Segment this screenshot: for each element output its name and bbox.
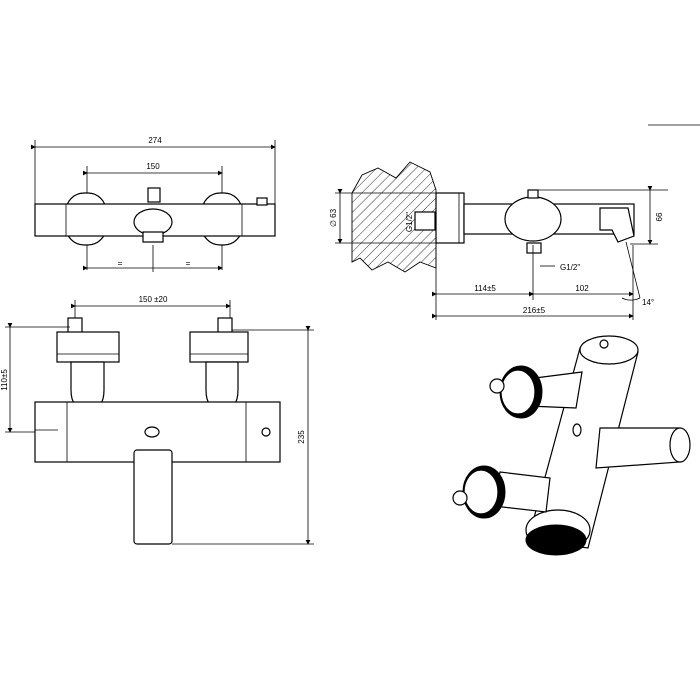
iso-spout (595, 427, 681, 469)
diverter-hole (144, 426, 160, 438)
inlet-thread-label: G1/2" (405, 212, 414, 232)
top-nut (527, 189, 539, 199)
angle-line (625, 241, 641, 299)
iso-spout-end (669, 427, 691, 463)
front-spout (133, 449, 173, 545)
offset-marker-left: = (118, 259, 123, 268)
angle-arc (621, 297, 641, 301)
iso-top-cap (579, 335, 639, 365)
outlet-nut (142, 231, 164, 243)
dim-wall-to-axis: 114±5 (474, 284, 496, 293)
iso-upper-handle-face (500, 369, 536, 415)
iso-upper-stem (489, 378, 505, 394)
iso-diverter-hole (572, 423, 582, 437)
isometric-view (452, 335, 691, 556)
diverter-knob (133, 208, 173, 236)
right-handle-ring (189, 331, 249, 363)
dim-front-center: 150 ±20 (139, 295, 168, 304)
body-cap (256, 197, 268, 206)
iso-bottom-cap (525, 524, 587, 556)
dim-center-distance: 150 (146, 162, 160, 171)
dim-spout-angle: 14° (642, 298, 654, 307)
top-view: 274 150 = = (31, 136, 276, 272)
iso-lower-handle-face (463, 469, 499, 515)
wall-plate (435, 192, 465, 244)
side-view: ∅ 63 G1/2" 66 G1/2" 114±5 102 216±5 14° (329, 161, 668, 320)
outlet-nut (526, 242, 542, 254)
inlet-pipe (414, 211, 436, 231)
side-knob (504, 196, 562, 242)
iso-cap-hole (599, 339, 609, 349)
dim-diameter: ∅ 63 (329, 208, 338, 227)
outlet-thread-label: G1/2" (560, 263, 580, 272)
left-handle-ring (56, 331, 120, 363)
side-hole (261, 427, 271, 437)
dim-overall-width: 274 (148, 136, 162, 145)
dim-total-depth: 216±5 (523, 306, 546, 315)
dim-spout-height: 66 (655, 212, 664, 221)
dim-axis-to-spout: 102 (575, 284, 589, 293)
offset-marker-right: = (186, 259, 191, 268)
iso-lower-stem (452, 490, 468, 506)
front-view: 150 ±20 110±5 235 (0, 295, 314, 545)
top-nut (147, 187, 161, 203)
spout (599, 207, 635, 243)
dim-vertical-offset: 110±5 (0, 369, 9, 391)
dim-overall-height: 235 (297, 430, 306, 444)
